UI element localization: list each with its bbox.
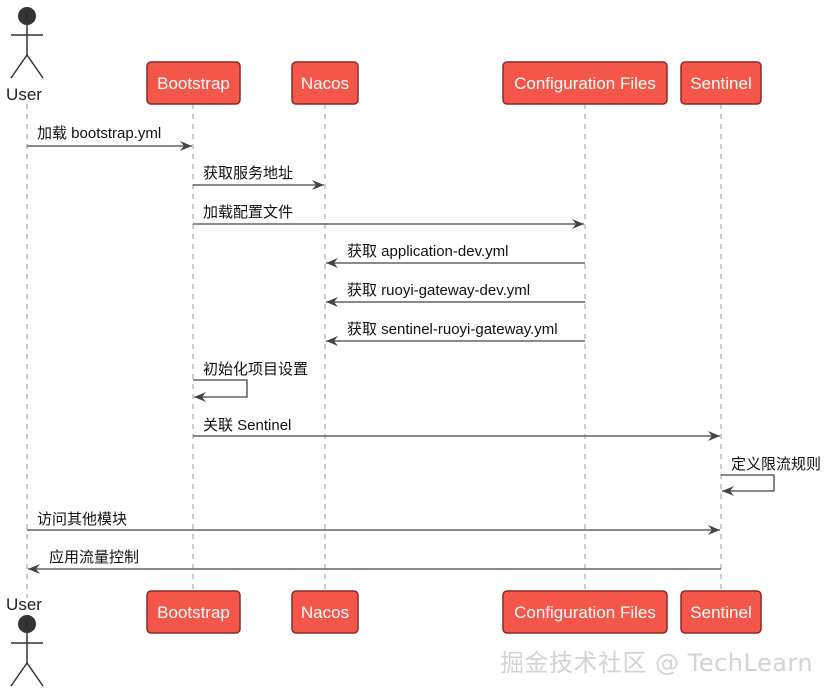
participant-label-sentinel-top: Sentinel bbox=[690, 74, 751, 93]
message-label-10: 应用流量控制 bbox=[49, 548, 139, 566]
participant-label-sentinel-bottom: Sentinel bbox=[690, 603, 751, 622]
actor-head bbox=[18, 615, 36, 633]
message-label-9: 访问其他模块 bbox=[37, 511, 127, 528]
watermark: 掘金技术社区 @ TechLearn bbox=[500, 649, 814, 677]
participant-box-nacos-bottom bbox=[291, 590, 359, 634]
participant-box-sentinel-bottom bbox=[680, 590, 762, 634]
participant-label-bootstrap-top: Bootstrap bbox=[157, 74, 230, 93]
actor-icon-bottom bbox=[10, 615, 44, 687]
actor-leg-left bbox=[10, 54, 28, 79]
actor-label-top: User bbox=[6, 85, 42, 104]
message-arrow-6 bbox=[193, 379, 248, 402]
message-label-6: 初始化项目设置 bbox=[203, 361, 308, 378]
participant-box-sentinel-top bbox=[680, 61, 762, 105]
participant-box-config-bottom bbox=[502, 590, 668, 634]
participant-box-nacos-top bbox=[291, 61, 359, 105]
participant-label-nacos-top: Nacos bbox=[301, 74, 349, 93]
message-label-7: 关联 Sentinel bbox=[203, 417, 291, 434]
message-label-2: 加载配置文件 bbox=[203, 204, 293, 221]
message-label-5: 获取 sentinel-ruoyi-gateway.yml bbox=[347, 321, 558, 338]
actor-head bbox=[18, 7, 36, 25]
participant-box-config-top bbox=[502, 61, 668, 105]
message-arrow-8 bbox=[721, 474, 775, 496]
message-label-4: 获取 ruoyi-gateway-dev.yml bbox=[347, 282, 530, 299]
participant-label-config-bottom: Configuration Files bbox=[514, 603, 656, 622]
actor-leg-right bbox=[26, 662, 44, 687]
participant-label-nacos-bottom: Nacos bbox=[301, 603, 349, 622]
participant-label-bootstrap-bottom: Bootstrap bbox=[157, 603, 230, 622]
message-label-3: 获取 application-dev.yml bbox=[347, 243, 508, 260]
participant-box-bootstrap-bottom bbox=[146, 590, 241, 634]
participant-label-config-top: Configuration Files bbox=[514, 74, 656, 93]
message-label-8: 定义限流规则 bbox=[731, 456, 821, 473]
actor-label-bottom: User bbox=[6, 595, 42, 614]
participant-box-bootstrap-top bbox=[146, 61, 241, 105]
actor-leg-right bbox=[26, 54, 44, 79]
actor-icon-top bbox=[10, 7, 44, 79]
message-label-0: 加载 bootstrap.yml bbox=[37, 125, 161, 142]
actor-leg-left bbox=[10, 662, 28, 687]
message-label-1: 获取服务地址 bbox=[203, 165, 293, 182]
